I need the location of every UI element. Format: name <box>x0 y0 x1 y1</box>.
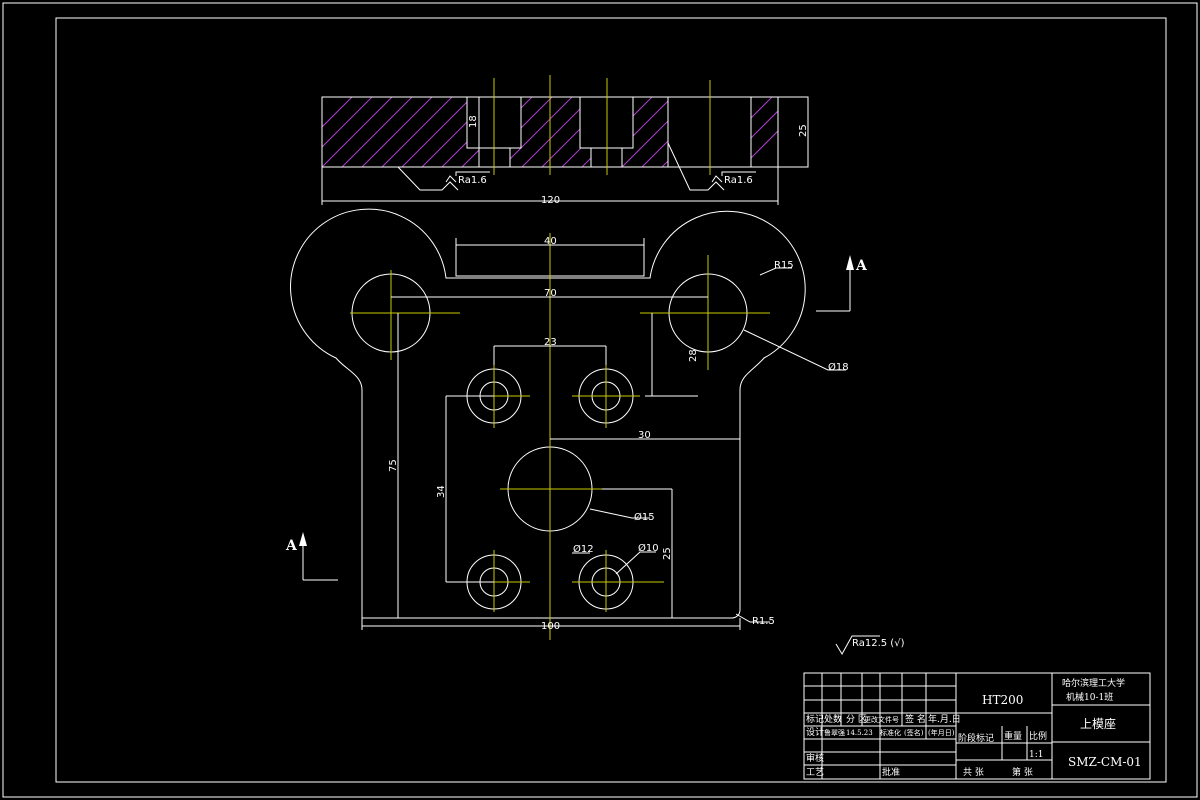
material: HT200 <box>982 693 1023 707</box>
svg-text:(签名): (签名) <box>904 728 924 737</box>
svg-text:更改文件号: 更改文件号 <box>864 715 899 724</box>
scale-label: 比例 <box>1029 730 1047 742</box>
class-name: 机械10-1班 <box>1066 691 1113 703</box>
svg-text:A: A <box>285 538 298 554</box>
dim-100: 100 <box>541 621 560 632</box>
dim-70: 70 <box>544 288 557 299</box>
svg-text:年.月.日: 年.月.日 <box>928 713 961 725</box>
total-sheets: 共 张 <box>963 767 984 778</box>
part-name: 上模座 <box>1080 716 1116 731</box>
section-marker-left: A <box>285 532 338 581</box>
dim-34: 34 <box>436 485 447 498</box>
dim-120: 120 <box>541 195 560 206</box>
callout-r1-5: R1.5 <box>752 616 775 627</box>
svg-text:标记: 标记 <box>806 713 824 725</box>
dim-30: 30 <box>638 430 651 441</box>
dim-40: 40 <box>544 236 557 247</box>
inner-border <box>55 17 1167 783</box>
svg-text:分 区: 分 区 <box>846 714 867 725</box>
svg-text:处数: 处数 <box>824 713 842 725</box>
callout-r15: R15 <box>774 260 794 271</box>
svg-text:A: A <box>855 258 868 274</box>
section-marker-right: A <box>816 255 868 312</box>
svg-text:批准: 批准 <box>882 766 900 778</box>
svg-text:工艺: 工艺 <box>806 767 824 778</box>
section-hatching <box>322 97 778 167</box>
svg-text:鲁翠强: 鲁翠强 <box>824 728 845 737</box>
part-outline <box>290 208 806 619</box>
svg-text:签 名: 签 名 <box>905 713 926 725</box>
dim-18: 18 <box>468 115 479 128</box>
school-name: 哈尔滨理工大学 <box>1062 677 1125 689</box>
dim-23: 23 <box>544 337 557 348</box>
svg-text:14.5.23: 14.5.23 <box>846 729 873 737</box>
svg-text:(年月日): (年月日) <box>928 728 955 737</box>
svg-text:Ra12.5 (√): Ra12.5 (√) <box>852 638 905 649</box>
drawing-number: SMZ-CM-01 <box>1068 755 1142 769</box>
sheet-no: 第 张 <box>1012 766 1033 778</box>
callout-phi18: Ø18 <box>828 361 849 373</box>
dim-28: 28 <box>688 349 699 362</box>
callout-phi15: Ø15 <box>634 511 655 523</box>
roughness-left: Ra1.6 <box>458 175 487 186</box>
dim-75: 75 <box>388 459 399 472</box>
scale-value: 1:1 <box>1029 750 1043 760</box>
svg-text:审核: 审核 <box>806 752 824 764</box>
title-block: HT200 阶段标记 重量 比例 1:1 共 张 第 张 哈尔滨理工大学 机械1… <box>803 672 1151 780</box>
svg-text:标准化: 标准化 <box>880 728 901 737</box>
general-roughness: Ra12.5 (√) <box>835 635 905 655</box>
callout-phi10: Ø10 <box>638 542 659 554</box>
stage-label: 阶段标记 <box>958 732 994 744</box>
dim-25-plan: 25 <box>662 547 673 560</box>
section-view: 18 25 120 Ra1.6 Ra1.6 <box>321 75 809 206</box>
section-outline <box>321 96 809 168</box>
weight-label: 重量 <box>1004 730 1022 742</box>
roughness-right: Ra1.6 <box>724 175 753 186</box>
svg-text:设计: 设计 <box>806 726 824 738</box>
plan-view: 40 70 23 28 30 75 34 25 100 R15 Ø18 Ø15 … <box>290 208 849 640</box>
callout-phi12: Ø12 <box>573 543 594 555</box>
dim-25-top: 25 <box>798 124 809 137</box>
